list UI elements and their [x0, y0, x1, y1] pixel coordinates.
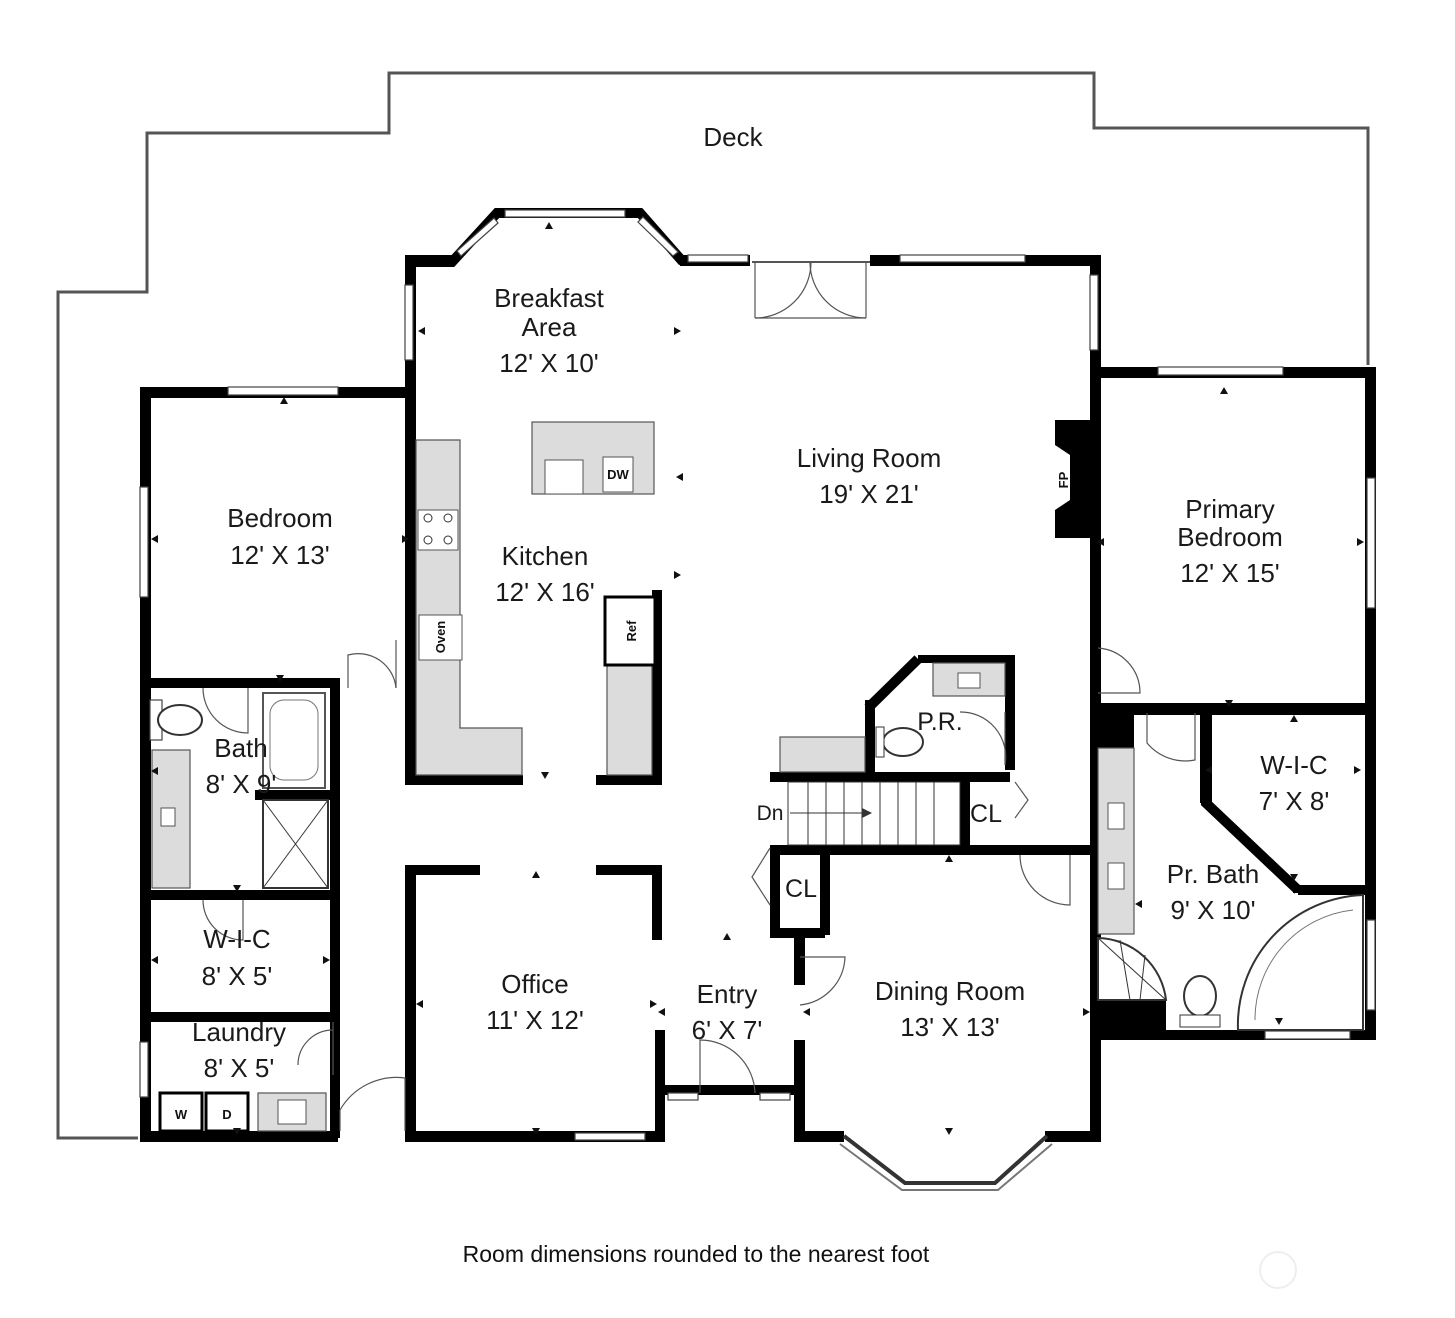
bath-dims: 8' X 9': [206, 769, 277, 799]
breakfast-name-1: Breakfast: [494, 283, 605, 313]
breakfast-name-2: Area: [522, 312, 577, 342]
dimensions-caption: Room dimensions rounded to the nearest f…: [463, 1241, 930, 1267]
closet-2-label: CL: [785, 875, 817, 903]
bath-name: Bath: [214, 733, 268, 763]
powder-room-name: P.R.: [917, 708, 962, 736]
office-dims: 11' X 12': [486, 1005, 584, 1035]
stairs-label: Dn: [757, 802, 784, 825]
dishwasher-label: DW: [607, 467, 629, 482]
primary-bedroom-name-1: Primary: [1185, 494, 1275, 524]
pr-bath-name: Pr. Bath: [1167, 859, 1260, 889]
deck-outline: [56, 71, 1370, 1140]
breakfast-dims: 12' X 10': [499, 348, 599, 378]
bedroom-dims: 12' X 13': [230, 540, 330, 570]
entry-dims: 6' X 7': [692, 1015, 763, 1045]
breakfast-bay-windows: [456, 209, 679, 257]
kitchen-dims: 12' X 16': [495, 577, 595, 607]
windows: [139, 254, 1376, 1141]
refrigerator-label: Ref: [624, 620, 639, 642]
fireplace-label: FP: [1056, 471, 1071, 488]
living-name: Living Room: [797, 443, 942, 473]
laundry-dims: 8' X 5': [204, 1053, 275, 1083]
laundry-name: Laundry: [192, 1017, 286, 1047]
pr-bath-dims: 9' X 10': [1170, 895, 1255, 925]
deck-label: Deck: [703, 122, 763, 152]
washer-label: W: [175, 1107, 188, 1122]
bath-fixtures: [151, 662, 1364, 1133]
dining-bay-walls: [842, 1134, 1049, 1185]
watermark-logo: [1259, 1251, 1297, 1289]
dimension-markers: [151, 222, 1364, 1135]
walls: [140, 255, 1376, 1142]
oven-label: Oven: [433, 621, 448, 654]
wic-left-dims: 8' X 5': [202, 961, 273, 991]
wic-right-dims: 7' X 8': [1259, 786, 1330, 816]
wic-left-name: W-I-C: [203, 924, 270, 954]
entry-name: Entry: [697, 979, 758, 1009]
wic-right-name: W-I-C: [1260, 750, 1327, 780]
primary-bedroom-dims: 12' X 15': [1180, 558, 1280, 588]
door-swings: [202, 640, 1196, 1131]
office-name: Office: [501, 969, 568, 999]
dining-name: Dining Room: [875, 976, 1025, 1006]
living-dims: 19' X 21': [819, 479, 919, 509]
dining-dims: 13' X 13': [900, 1012, 1000, 1042]
stairs: [787, 781, 961, 846]
kitchen-fixtures: [415, 421, 657, 776]
dryer-label: D: [222, 1107, 231, 1122]
french-doors: [752, 261, 870, 319]
kitchen-name: Kitchen: [502, 541, 589, 571]
primary-bedroom-name-2: Bedroom: [1177, 522, 1283, 552]
bedroom-name: Bedroom: [227, 503, 333, 533]
closet-1-label: CL: [970, 800, 1002, 828]
